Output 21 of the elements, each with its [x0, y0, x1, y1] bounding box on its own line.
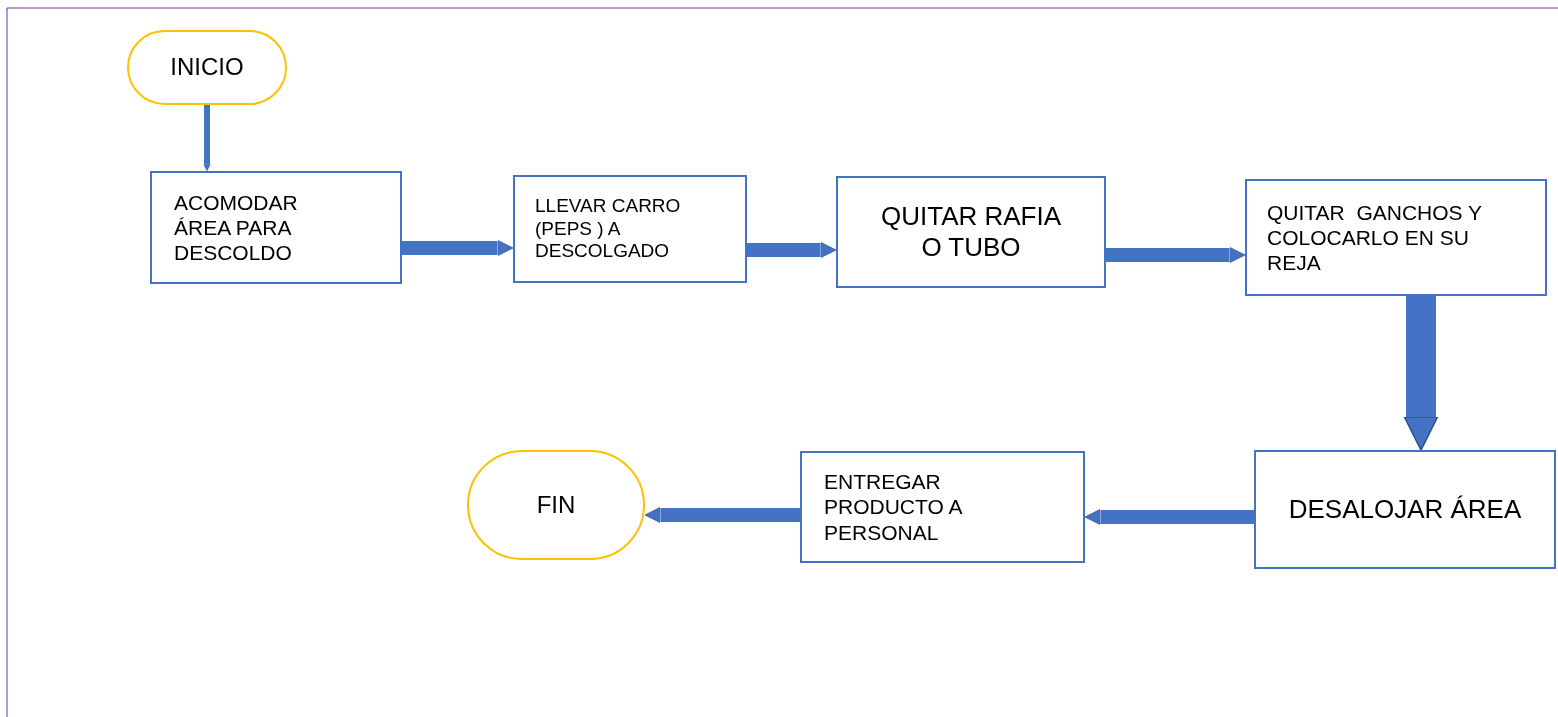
- process-box: [836, 176, 1106, 288]
- process-box: [513, 175, 747, 283]
- step-label: FIN: [536, 490, 576, 520]
- step-label: ENTREGAR PRODUCTO A PERSONAL: [824, 469, 963, 545]
- block-arrow: [1084, 508, 1254, 526]
- process-box: [1254, 450, 1556, 569]
- step-label: QUITAR GANCHOS Y COLOCARLO EN SU REJA: [1267, 199, 1483, 276]
- block-arrow: [644, 506, 800, 524]
- step-label: QUITAR RAFIA O TUBO: [879, 200, 1063, 264]
- step-label: INICIO: [170, 53, 244, 82]
- process-box: [800, 451, 1085, 563]
- block-arrow: [1403, 296, 1439, 451]
- step-label: LLEVAR CARRO (PEPS ) A DESCOLGADO: [535, 194, 682, 264]
- step-label: ACOMODAR ÁREA PARA DESCOLDO: [174, 189, 299, 266]
- step-label: DESALOJAR ÁREA: [1288, 493, 1522, 526]
- process-box: [150, 171, 402, 284]
- block-arrow: [203, 105, 211, 172]
- block-arrow: [747, 241, 837, 259]
- block-arrow: [402, 239, 514, 257]
- process-box: [1245, 179, 1547, 296]
- block-arrow: [1106, 246, 1246, 264]
